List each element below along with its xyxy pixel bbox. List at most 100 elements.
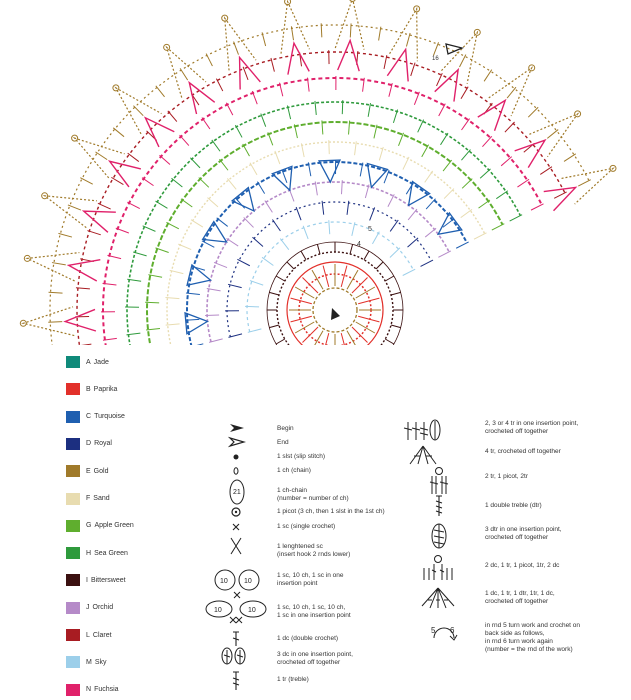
outer-petal (488, 66, 534, 117)
fan-stitch (190, 219, 204, 228)
legend-swatch (66, 629, 80, 641)
fan-stitch (256, 181, 266, 194)
fan-stitch (354, 141, 357, 156)
fan-stitch (252, 236, 264, 247)
middle-petal (66, 259, 101, 282)
fan-stitch (563, 153, 577, 162)
fan-stitch (201, 240, 215, 248)
fan-stitch (206, 288, 221, 292)
svg-text:5: 5 (431, 626, 436, 635)
svg-text:21: 21 (233, 489, 241, 496)
legend-name: Jade (93, 358, 109, 366)
inner-spoke (286, 261, 295, 270)
fan-arc (146, 121, 504, 345)
fan-stitch (461, 178, 473, 189)
fan-stitch (127, 278, 142, 282)
fan-stitch (506, 86, 517, 99)
fan-stitch (530, 203, 544, 211)
fan-stitch (165, 297, 180, 300)
inner-spoke (390, 324, 401, 329)
fan-stitch (424, 227, 437, 238)
4tr-together-icon (409, 445, 437, 465)
fan-stitch (351, 222, 356, 236)
fan-stitch (328, 140, 330, 155)
petal-picot (284, 0, 292, 6)
fan-stitch (207, 197, 219, 208)
fan-stitch (438, 103, 446, 117)
fan-stitch (421, 144, 430, 158)
fan-stitch (362, 77, 365, 92)
fan-stitch (145, 301, 160, 304)
inner-spoke (294, 286, 315, 299)
fan-stitch (58, 232, 73, 238)
begin-arrow-icon (331, 308, 340, 320)
inner-spoke (340, 333, 345, 345)
lengthened-sc-icon (230, 537, 242, 555)
svg-text:10: 10 (214, 607, 222, 614)
fan-stitch (293, 124, 298, 139)
turquoise-fan (317, 159, 342, 184)
fan-stitch (81, 343, 92, 345)
fan-stitch (179, 68, 189, 81)
legend-swatch (66, 574, 80, 587)
key-turn-work: in rnd 5 turn work and crochet on back s… (485, 622, 581, 653)
petal-picot (19, 319, 27, 327)
key-double-crochet: 1 dc (double crochet) (277, 635, 339, 642)
fan-stitch (166, 221, 180, 230)
fan-stitch (261, 256, 274, 266)
outer-petal (561, 167, 615, 205)
petal-picot (71, 134, 79, 142)
legend-letter: E (86, 467, 91, 475)
fan-stitch (302, 225, 309, 240)
inner-spoke (351, 277, 368, 294)
turquoise-fan (230, 186, 255, 213)
legend-name: Paprika (93, 385, 118, 393)
petal-picot (23, 254, 31, 262)
legend-name: Claret (92, 631, 112, 639)
fan-stitch (227, 283, 242, 289)
fan-stitch (307, 162, 312, 177)
fan-stitch (48, 321, 63, 323)
legend-swatch (66, 601, 80, 614)
outer-petal (165, 45, 207, 98)
fan-stitch (278, 82, 284, 97)
fan-stitch (407, 208, 418, 221)
legend-letter: J (86, 604, 90, 612)
key-dc-tr-picot-tr-dc: 2 dc, 1 tr, 1 picot, 1tr, 2 dc (485, 562, 560, 569)
fan-stitch (436, 72, 443, 87)
turquoise-fan (186, 263, 212, 287)
outer-petal (72, 136, 125, 179)
key-slip-stitch: 1 slst (slip stitch) (277, 453, 326, 460)
turquoise-fan (407, 180, 431, 207)
legend-name: Sand (93, 495, 110, 502)
key-sc-10ch-sc: 1 sc, 10 ch, 1 sc in one insertion point (277, 572, 344, 587)
fan-stitch (491, 223, 505, 231)
inner-spoke (290, 315, 312, 323)
inner-spoke (316, 244, 321, 255)
fan-stitch (372, 231, 380, 245)
inner-spoke (275, 275, 286, 282)
chain-icon (233, 467, 239, 475)
legend-name: Sea Green (94, 549, 128, 557)
fan-stitch (402, 156, 410, 170)
petal-picot (163, 43, 171, 51)
turquoise-fan (271, 165, 293, 192)
fan-stitch (482, 135, 493, 148)
fan-stitch (267, 132, 274, 146)
middle-petal (63, 308, 97, 332)
end-arrow-icon (228, 436, 246, 448)
fan-stitch (80, 177, 93, 185)
fan-stitch (300, 143, 305, 158)
inner-spoke (314, 330, 324, 345)
fan-stitch (321, 120, 324, 135)
fan-stitch (517, 178, 530, 188)
key-lengthened-sc: 1 lenghtened sc (insert hook 2 rnds lowe… (277, 543, 351, 558)
fan-stitch (51, 262, 66, 266)
inner-spoke (384, 338, 395, 345)
